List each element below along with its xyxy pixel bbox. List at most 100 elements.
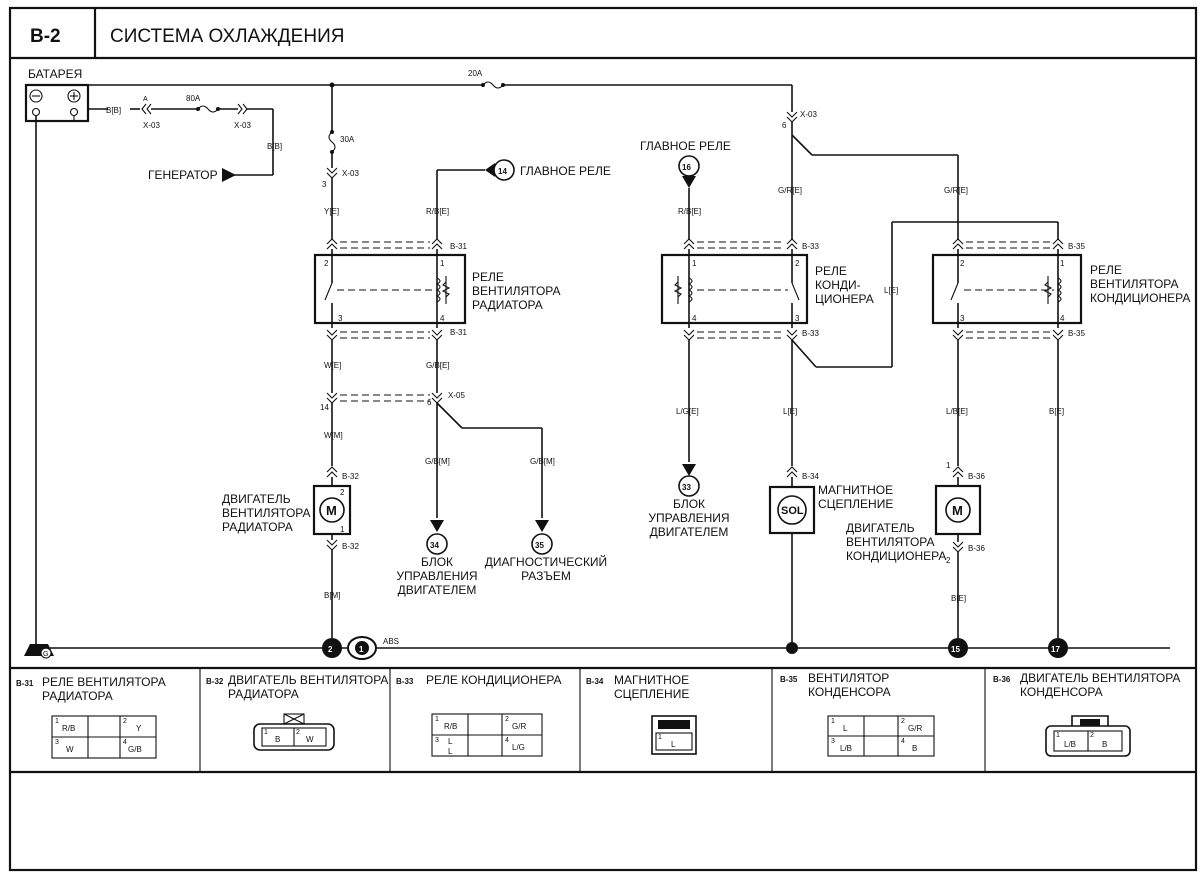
pin-label: 3 <box>322 180 327 189</box>
wire-color-label: R/B[E] <box>426 207 449 216</box>
pin-color: R/B <box>444 722 457 731</box>
ref-number: 15 <box>951 645 960 654</box>
pin-label: 4 <box>440 314 445 323</box>
abs-label: ABS <box>383 637 399 646</box>
wire-color-label: B[M] <box>324 591 340 600</box>
wire-color-label: G/R[E] <box>778 186 802 195</box>
pin-color: L/B <box>840 744 852 753</box>
pin-label: 1 <box>946 461 951 470</box>
connector-label: B-35 <box>1068 242 1085 251</box>
wire-color-label: Y[E] <box>324 207 339 216</box>
pin-label: 4 <box>1060 314 1065 323</box>
pin-label: 1 <box>55 718 59 725</box>
connector-title: КОНДЕНСОРА <box>808 685 891 699</box>
relay-coil-icon <box>435 277 441 303</box>
pin-label: 1 <box>264 729 268 736</box>
ground-point-17 <box>1048 638 1068 658</box>
pin-color: G/B <box>128 745 142 754</box>
generator-label: ГЕНЕРАТОР <box>148 168 218 182</box>
pin-label: 3 <box>795 314 800 323</box>
connector-title: РАДИАТОРА <box>42 689 113 703</box>
connector-label: B-33 <box>802 242 819 251</box>
wire-color-label: L[E] <box>884 286 898 295</box>
pin-color: L/G <box>512 743 525 752</box>
fuse-label: 20A <box>468 69 483 78</box>
connector-id: B-31 <box>16 679 34 688</box>
connector-view-b31: B-31 РЕЛЕ ВЕНТИЛЯТОРА РАДИАТОРА 1 2 3 4 … <box>16 675 166 759</box>
radiator-fan-motor-label-2: ВЕНТИЛЯТОРА <box>222 506 311 520</box>
wire-color-label: B[B] <box>267 142 282 151</box>
pin-color: B <box>1102 740 1107 749</box>
ac-relay <box>660 253 809 325</box>
battery-label: БАТАРЕЯ <box>28 67 82 81</box>
ecu-33-label-3: ДВИГАТЕЛЕМ <box>650 525 729 539</box>
wire-color-label: L/G[E] <box>676 407 699 416</box>
connector-title: РАДИАТОРА <box>228 687 299 701</box>
ref-number: 34 <box>430 541 439 550</box>
pin-label: 4 <box>901 738 905 745</box>
pin-color: B <box>912 744 917 753</box>
wire-color-label: G/B[M] <box>530 457 555 466</box>
pin-label: 14 <box>320 403 329 412</box>
relay-coil-icon <box>687 277 693 303</box>
ground-point-15 <box>948 638 968 658</box>
connector-label: B-34 <box>802 472 819 481</box>
outer-frame <box>8 6 1198 872</box>
radiator-fan-relay-label-3: РАДИАТОРА <box>472 298 543 312</box>
ecu-33-label-2: УПРАВЛЕНИЯ <box>648 511 729 525</box>
pin-label: 4 <box>123 739 127 746</box>
ac-fan-relay-label-1: РЕЛЕ <box>1090 263 1122 277</box>
pin-label: 2 <box>946 556 951 565</box>
pin-label: 2 <box>340 488 345 497</box>
ref-number: 35 <box>535 541 544 550</box>
wire-color-label: B[B] <box>106 106 121 115</box>
connector-view-b36: B-36 ДВИГАТЕЛЬ ВЕНТИЛЯТОРА КОНДЕНСОРА 1 … <box>993 671 1180 757</box>
connector-title: ВЕНТИЛЯТОР <box>808 671 889 685</box>
magnetic-clutch-label-1: МАГНИТНОЕ <box>818 483 893 497</box>
wire-color-label: G/R[E] <box>944 186 968 195</box>
pin-label: 3 <box>55 739 59 746</box>
connector-id: B-34 <box>586 677 604 686</box>
ac-fan-motor-label-2: ВЕНТИЛЯТОРА <box>846 535 935 549</box>
pin-color: R/B <box>62 724 75 733</box>
wire-color-label: G/B[E] <box>426 361 450 370</box>
connector-label: B-36 <box>968 544 985 553</box>
pin-label: A <box>143 96 148 103</box>
ref-circle-33 <box>678 475 700 497</box>
pin-label: 1 <box>692 259 697 268</box>
ref-circle-14 <box>493 159 515 181</box>
connector-id: B-32 <box>206 677 224 686</box>
pin-label: 2 <box>960 259 965 268</box>
pin-label: 1 <box>1056 732 1060 739</box>
diag-35-label-1: ДИАГНОСТИЧЕСКИЙ <box>485 554 607 569</box>
ref-number: 1 <box>359 645 364 654</box>
pin-label: 3 <box>435 737 439 744</box>
ground-label: G <box>43 651 48 658</box>
ground-splice <box>786 642 798 654</box>
radiator-fan-relay <box>313 253 467 325</box>
connector-id: B-35 <box>780 675 798 684</box>
pin-label: 6 <box>782 121 787 130</box>
connector-label: X-03 <box>143 121 160 130</box>
relay-coil-icon <box>1056 277 1062 303</box>
page-code: B-2 <box>30 26 61 47</box>
pin-label: 4 <box>505 737 509 744</box>
connector-label: B-36 <box>968 472 985 481</box>
pin-label: 1 <box>440 259 445 268</box>
connector-title: СЦЕПЛЕНИЕ <box>614 687 689 701</box>
battery-minus-icon <box>29 89 43 103</box>
pin-label: 1 <box>1060 259 1065 268</box>
relay-switch-icon <box>950 282 959 301</box>
ecu-34-label-1: БЛОК <box>421 555 453 569</box>
connector-title: РЕЛЕ КОНДИЦИОНЕРА <box>426 673 562 687</box>
ecu-34-label-2: УПРАВЛЕНИЯ <box>396 569 477 583</box>
ac-fan-relay-label-2: ВЕНТИЛЯТОРА <box>1090 277 1179 291</box>
pin-label: 1 <box>340 525 345 534</box>
main-relay-top-label: ГЛАВНОЕ РЕЛЕ <box>640 139 731 153</box>
connector-label: X-03 <box>234 121 251 130</box>
connector-label: B-35 <box>1068 329 1085 338</box>
pin-color: Y <box>136 724 142 733</box>
ecu-33-label-1: БЛОК <box>673 497 705 511</box>
ecu-34-label-3: ДВИГАТЕЛЕМ <box>398 583 477 597</box>
